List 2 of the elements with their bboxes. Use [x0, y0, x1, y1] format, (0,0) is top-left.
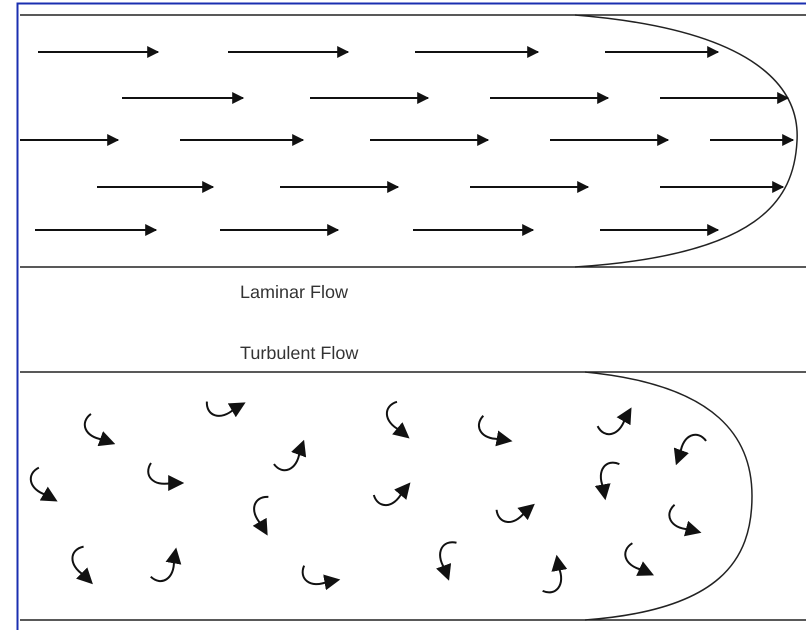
flow-type-label: Turbulent Flow	[240, 343, 358, 364]
flow-type-label: Laminar Flow	[240, 282, 348, 303]
